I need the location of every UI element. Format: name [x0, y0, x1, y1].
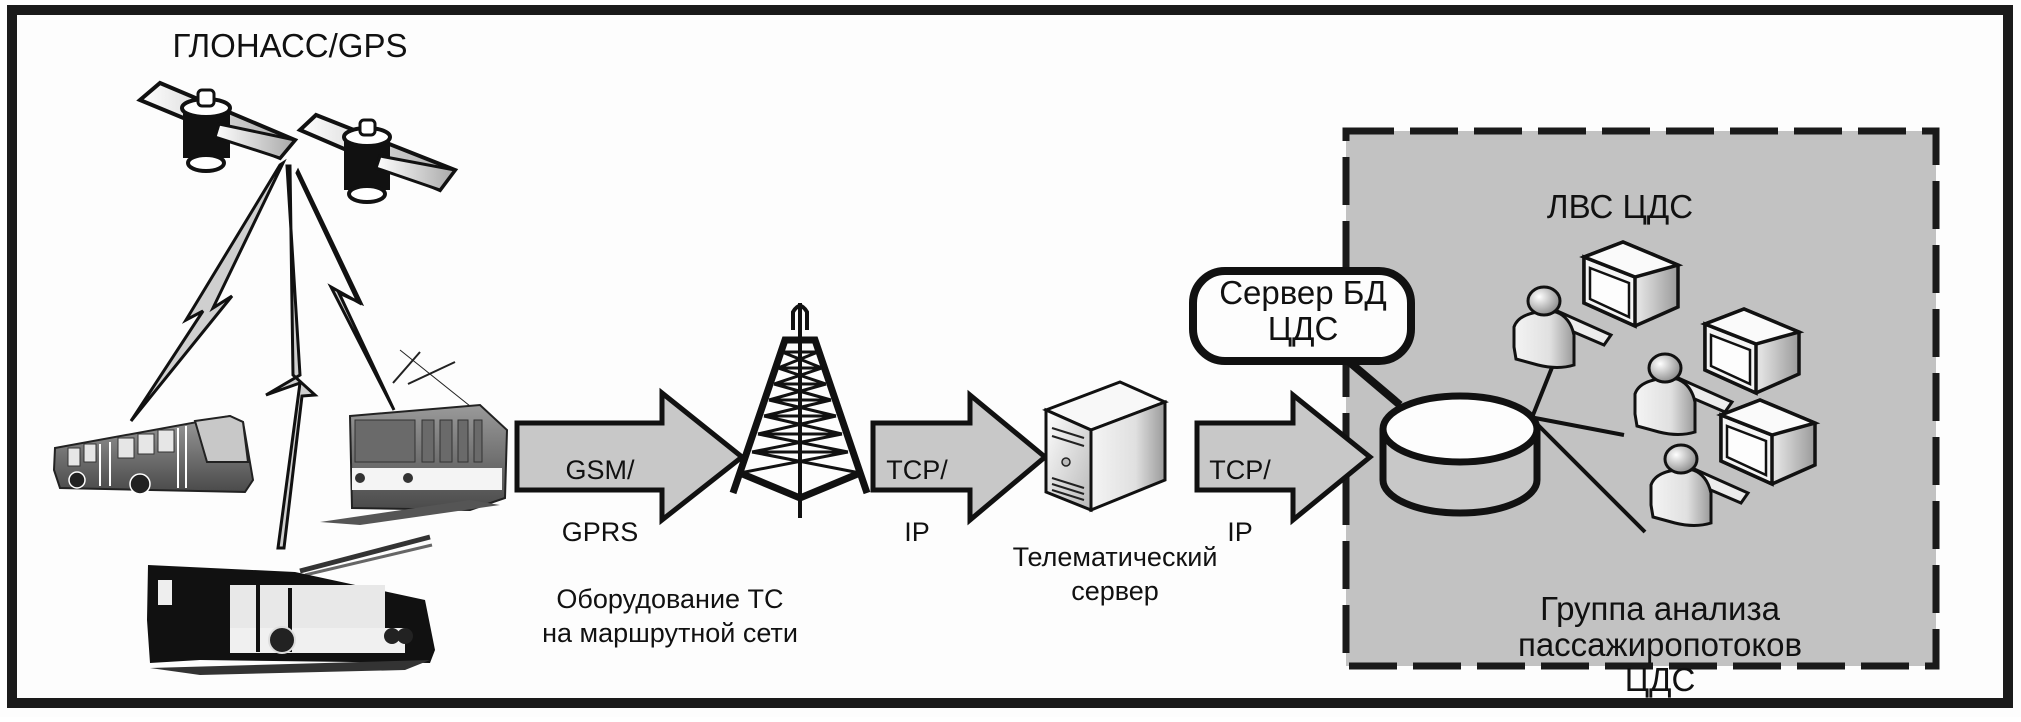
workstation-icon: [1649, 398, 1821, 527]
satellite-icon: [136, 80, 299, 173]
gnss-title: ГЛОНАСС/GPS: [172, 27, 408, 64]
arrow-tcp2-label: TCP/ IP: [1200, 424, 1280, 548]
user-icon: [1512, 285, 1576, 369]
workstation-icon: [1633, 307, 1805, 436]
monitor-icon: [1579, 240, 1684, 329]
arrow-gsm-label: GSM/ GPRS: [545, 424, 655, 548]
arrow-tcp1-line2: IP: [904, 517, 930, 548]
satellite-icon: [296, 112, 459, 204]
workstation-icon: [1512, 240, 1684, 369]
network-links: [1531, 364, 1647, 534]
vehicle-equipment-caption: Оборудование ТС на маршрутной сети: [542, 584, 798, 648]
arrow-tcp-ip-2: [1194, 389, 1374, 526]
signal-lightning-icon: [129, 158, 396, 550]
telematic-server-icon: [1042, 380, 1169, 513]
lightning-bolt-middle: [265, 164, 319, 550]
outer-frame: [7, 5, 2013, 708]
db-callout-connector: [1344, 356, 1403, 409]
database-icon: [1379, 392, 1541, 517]
db-server-callout: [1189, 267, 1415, 365]
db-server-label: Сервер БД ЦДС: [1219, 274, 1387, 347]
bus-icon: [52, 414, 255, 495]
arrow-gsm-gprs: [514, 387, 747, 526]
arrow-tcp2-line1: TCP/: [1209, 455, 1271, 486]
arrow-tcp2-line2: IP: [1227, 517, 1253, 548]
arrow-gsm-line1: GSM/: [565, 455, 635, 486]
user-icon: [1633, 352, 1697, 436]
arrow-gsm-line2: GPRS: [561, 517, 639, 548]
lightning-bolt-left: [129, 158, 287, 422]
monitor-icon: [1700, 307, 1805, 396]
workstations: [1512, 240, 1821, 527]
analysis-group-label: Группа анализа пассажиропотоков ЦДС: [1517, 590, 1803, 699]
arrow-tcp1-label: TCP/ IP: [877, 424, 957, 548]
arrow-tcp-ip-1: [870, 389, 1049, 526]
arrow-tcp1-line1: TCP/: [886, 455, 948, 486]
tram-icon: [320, 349, 509, 525]
lan-title: ЛВС ЦДС: [1546, 188, 1694, 225]
telematic-server-caption: Телематический сервер: [1012, 542, 1218, 606]
monitor-icon: [1716, 398, 1821, 487]
radio-tower-icon: [729, 303, 871, 518]
trolleybus-icon: [147, 534, 435, 675]
user-icon: [1649, 443, 1713, 527]
lightning-bolt-right: [295, 167, 396, 411]
